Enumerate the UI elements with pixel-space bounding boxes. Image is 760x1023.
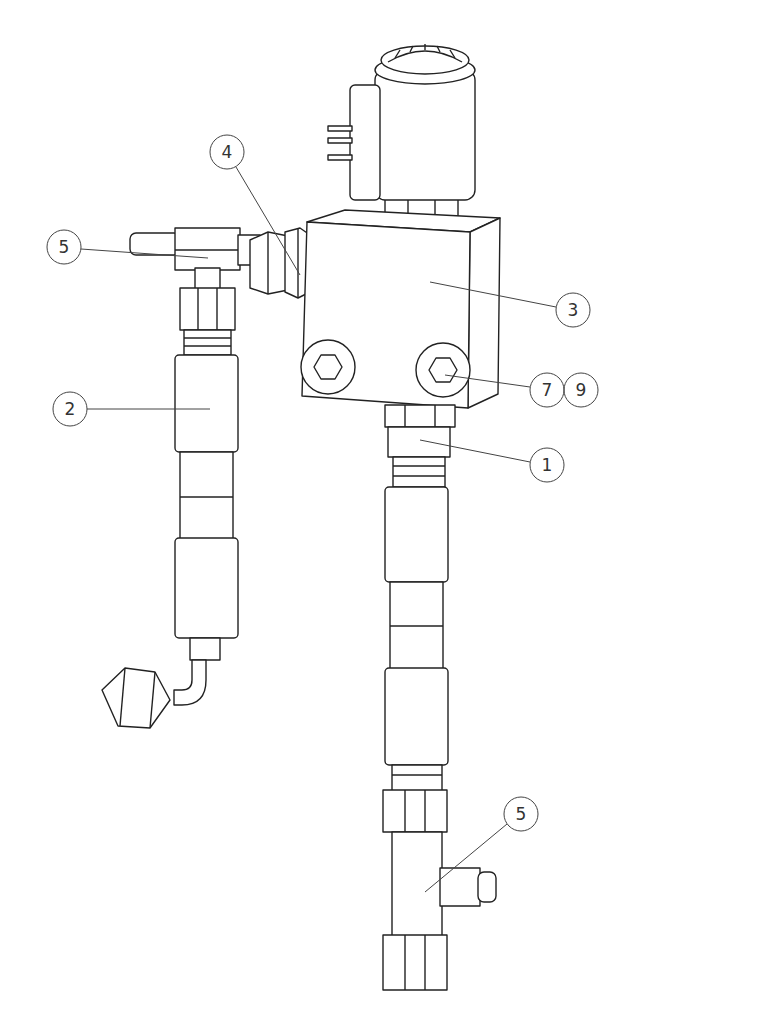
callout-number: 5	[516, 806, 527, 823]
callout-number: 7	[542, 382, 553, 399]
callout-number: 5	[59, 239, 70, 256]
callout-number: 2	[65, 401, 76, 418]
callout-number: 9	[576, 382, 587, 399]
callout-number: 4	[222, 144, 233, 161]
callout-number: 3	[568, 302, 579, 319]
callout-number: 1	[542, 457, 553, 474]
